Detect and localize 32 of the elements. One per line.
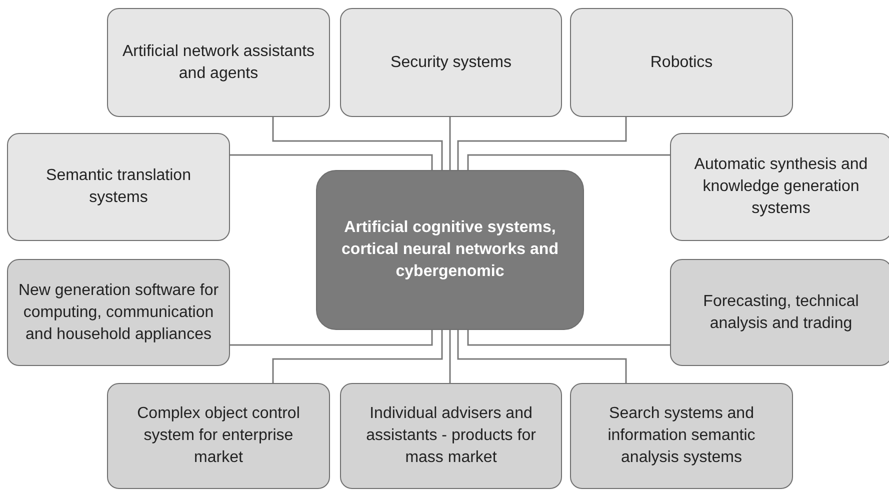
connector-line: [449, 117, 451, 170]
topic-box: [570, 383, 793, 489]
topic-box: [7, 133, 230, 241]
box-label: Individual advisers and assistants - products for mass market: [365, 404, 537, 468]
box-label: New generation software for computing, communication and household appliances: [18, 280, 219, 344]
box-label: Complex object control system for enterprise market: [136, 404, 301, 468]
topic-box: [7, 259, 230, 366]
box-label: Search systems and information semantic analysis systems: [606, 404, 756, 468]
box-label: Automatic synthesis and knowledge generation systems: [693, 155, 869, 219]
box-label: Artificial cognitive systems, cortical neural networks and cybergenomic: [340, 218, 560, 282]
connector-line: [449, 330, 451, 383]
topic-box: [670, 259, 889, 366]
topic-box: [670, 133, 889, 241]
topic-box: [107, 383, 330, 489]
box-label: Security systems: [390, 52, 512, 72]
connector-line: [272, 117, 443, 170]
topic-box: [570, 8, 793, 117]
topic-box: [107, 8, 330, 117]
connector-line: [457, 117, 627, 170]
connector-line: [467, 330, 670, 346]
connector-line: [230, 330, 433, 346]
box-label: Forecasting, technical analysis and trading: [702, 292, 860, 334]
connector-line: [457, 330, 627, 383]
connector-line: [467, 154, 670, 170]
topic-box: [340, 383, 562, 489]
central-box: [316, 170, 584, 330]
box-label: Robotics: [650, 52, 713, 72]
connector-line: [272, 330, 443, 383]
topic-box: [340, 8, 562, 117]
connector-line: [230, 154, 433, 170]
box-label: Semantic translation systems: [45, 166, 192, 208]
box-label: Artificial network assistants and agents: [121, 42, 316, 84]
